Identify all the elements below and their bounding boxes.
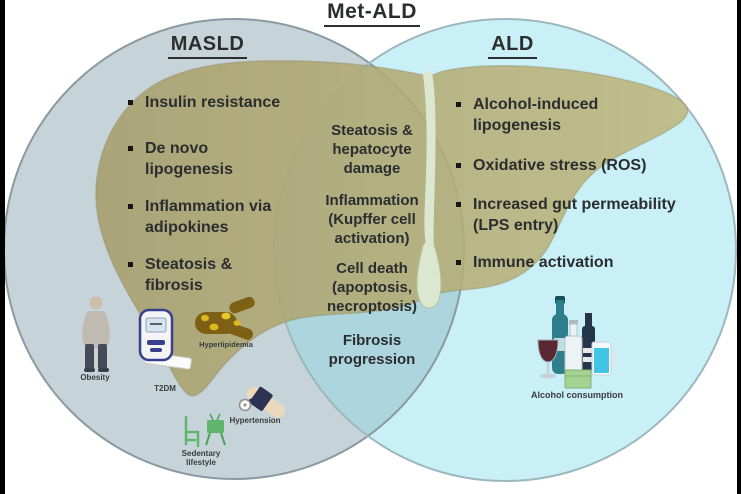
blood-vessel-icon xyxy=(195,296,255,340)
left-black-border xyxy=(0,0,5,494)
list-item: Alcohol-induced lipogenesis xyxy=(456,94,598,136)
masld-heading-text: MASLD xyxy=(167,33,248,59)
list-item-text: Alcohol-induced lipogenesis xyxy=(473,96,599,134)
overlap-item: Cell death (apoptosis, necroptosis) xyxy=(326,260,417,315)
list-item-text: Insulin resistance xyxy=(145,94,281,111)
bullet-icon xyxy=(128,262,133,267)
wine-glass-icon xyxy=(537,339,559,379)
bullet-icon xyxy=(456,102,461,107)
bullet-icon xyxy=(456,260,461,265)
bullet-icon xyxy=(128,100,133,105)
list-item-text: Inflammation via adipokines xyxy=(145,198,272,236)
liver-illustration xyxy=(95,60,689,397)
ald-heading: ALD xyxy=(455,33,570,59)
overlap-item: Fibrosis progression xyxy=(328,332,416,368)
t2dm-label: T2DM xyxy=(154,384,176,393)
list-item-text: Immune activation xyxy=(473,254,614,271)
right-black-border xyxy=(737,0,741,494)
list-item-text: De novo lipogenesis xyxy=(145,140,234,178)
figure-title-text: Met-ALD xyxy=(324,0,420,27)
figure-title: Met-ALD xyxy=(286,0,458,27)
gallbladder-outline xyxy=(416,244,442,309)
chair-icon xyxy=(184,415,200,448)
alcohol-bottles-icon xyxy=(537,296,617,389)
bullet-icon xyxy=(128,204,133,209)
bullet-icon xyxy=(456,163,461,168)
glucose-meter-icon xyxy=(138,308,192,370)
gallbladder-icon xyxy=(416,241,441,309)
list-item: De novo lipogenesis xyxy=(128,138,233,180)
list-item: Oxidative stress (ROS) xyxy=(456,155,646,176)
overlap-item: Steatosis & hepatocyte damage xyxy=(331,122,413,177)
hyperlipidemia-label: Hyperlipidemia xyxy=(199,340,253,349)
list-item: Increased gut permeability (LPS entry) xyxy=(456,194,676,236)
falciform-ligament-icon xyxy=(423,70,436,256)
overlap-item: Inflammation (Kupffer cell activation) xyxy=(325,192,419,247)
list-item: Steatosis & fibrosis xyxy=(128,254,232,296)
list-item-text: Steatosis & fibrosis xyxy=(145,256,233,294)
sedentary-lifestyle-label: Sedentary lifestyle xyxy=(181,449,221,467)
bullet-icon xyxy=(128,146,133,151)
bullet-icon xyxy=(456,202,461,207)
box-icon xyxy=(564,369,592,389)
list-item: Inflammation via adipokines xyxy=(128,196,271,238)
ald-heading-text: ALD xyxy=(488,33,537,59)
hypertension-label: Hypertension xyxy=(229,416,281,425)
obesity-person-icon xyxy=(82,296,110,372)
beer-mug-icon xyxy=(591,341,617,376)
obesity-label: Obesity xyxy=(80,373,110,382)
blood-pressure-monitor-icon xyxy=(238,386,286,418)
masld-heading: MASLD xyxy=(130,33,285,59)
alcohol-consumption-label: Alcohol consumption xyxy=(531,390,623,400)
tv-icon xyxy=(205,413,226,446)
list-item: Immune activation xyxy=(456,252,613,273)
list-item-text: Increased gut permeability (LPS entry) xyxy=(473,196,676,234)
list-item-text: Oxidative stress (ROS) xyxy=(473,157,647,174)
list-item: Insulin resistance xyxy=(128,92,280,113)
